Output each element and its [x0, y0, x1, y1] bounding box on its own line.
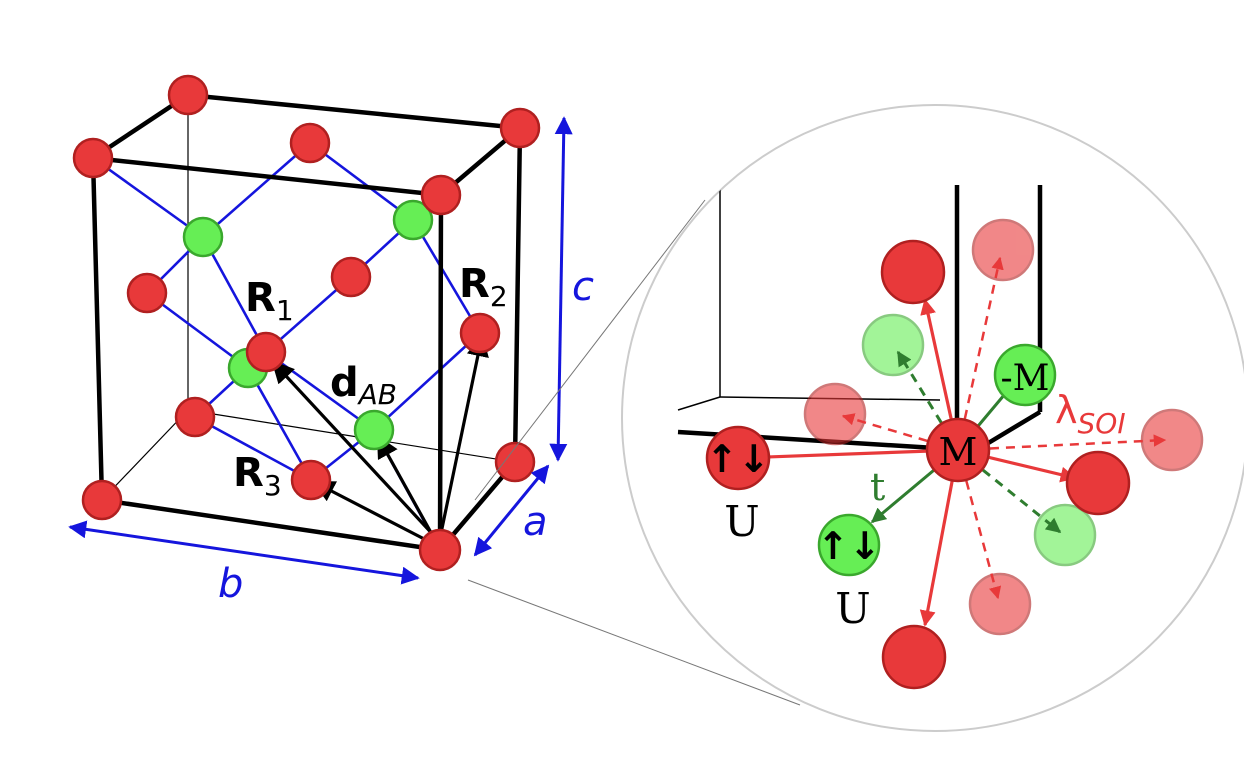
- label-c: c: [572, 264, 594, 310]
- red-atom: [330, 256, 372, 298]
- red-atom-faded: [968, 572, 1032, 636]
- faded-atoms: [803, 218, 1204, 636]
- soi-lambda-label: λSOI: [1055, 388, 1126, 440]
- red-atom: [494, 441, 536, 483]
- red-atom: [880, 239, 946, 305]
- spin-label-red: ↑↓: [706, 437, 770, 481]
- red-atom: [245, 331, 287, 373]
- label-b: b: [218, 561, 243, 607]
- green-atom: [353, 409, 395, 451]
- green-atom-faded: [861, 313, 925, 377]
- hubbard-U-label-red: U: [724, 497, 759, 546]
- red-atom-faded: [803, 382, 867, 446]
- label-R1: R1: [245, 275, 294, 327]
- solid-atoms: [705, 239, 1131, 690]
- label-dAB: dAB: [330, 360, 397, 411]
- minus-M-label: -M: [1000, 358, 1049, 399]
- red-atom: [420, 174, 462, 216]
- center-atom-label: M: [939, 430, 978, 474]
- vector-R1: [271, 360, 440, 542]
- zoom-inset: M -M ↑↓ ↑↓ U U t λSOI: [621, 104, 1244, 732]
- green-atoms: [182, 199, 434, 451]
- red-atom: [881, 624, 947, 690]
- label-R2: R2: [459, 261, 508, 313]
- green-atom-minus-M: [993, 343, 1057, 407]
- vector-dAB: [376, 435, 436, 539]
- red-atom: [81, 479, 123, 521]
- zoom-guides: [467, 199, 801, 706]
- red-atom-U: [705, 425, 771, 491]
- red-atom-faded: [971, 218, 1035, 282]
- label-R3: R3: [233, 450, 282, 502]
- red-atom: [167, 74, 209, 116]
- red-atom: [174, 396, 216, 438]
- red-atom: [289, 122, 331, 164]
- dimension-c: [549, 116, 573, 462]
- dimension-arrows: [68, 116, 573, 585]
- green-atom-faded: [1033, 503, 1097, 567]
- dimension-b: [68, 520, 420, 585]
- red-atom: [499, 107, 541, 149]
- red-atom: [126, 272, 168, 314]
- red-atom: [418, 528, 462, 572]
- dimension-a: [473, 464, 550, 557]
- spin-label-green: ↑↓: [817, 524, 881, 568]
- red-atom: [290, 459, 332, 501]
- zoom-circle: [621, 104, 1244, 732]
- hubbard-U-label-green: U: [835, 584, 870, 633]
- hopping-t-label: t: [870, 465, 885, 509]
- green-atom: [182, 216, 224, 258]
- unit-cell: R1 R2 R3 dAB a b c: [68, 74, 594, 607]
- green-atom: [392, 199, 434, 241]
- red-atom: [459, 312, 501, 354]
- label-a: a: [523, 499, 548, 545]
- red-atom: [1065, 450, 1131, 516]
- vector-R2: [438, 333, 489, 539]
- red-atom: [72, 137, 114, 179]
- red-atoms: [72, 74, 541, 572]
- green-atom-U: [817, 513, 881, 577]
- center-atom-M: [925, 417, 991, 483]
